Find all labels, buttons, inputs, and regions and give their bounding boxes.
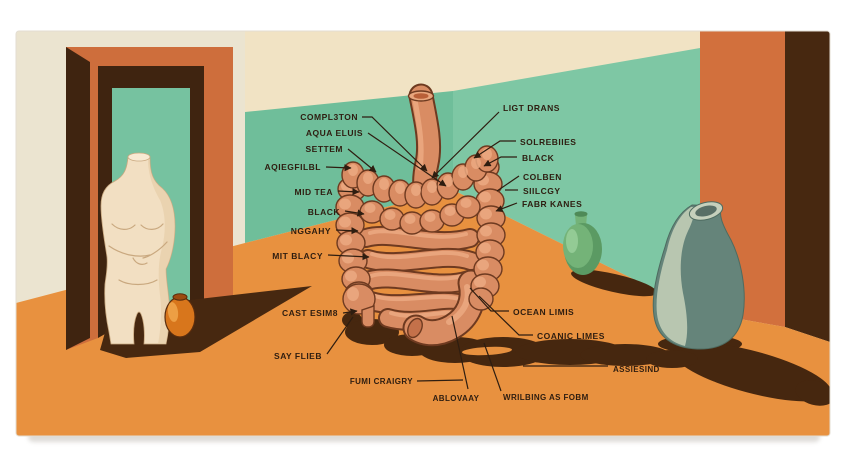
label-colben: COLBEN [523,172,562,182]
amphora-pot [164,293,196,338]
leader-settem [347,148,377,173]
label-mit-blacy: MIT BLACY [272,251,323,261]
leader-fumi-craigry [416,379,464,382]
statue-chest-right [140,223,164,230]
statue-arm-right [142,241,168,259]
leader-mid-tea [337,188,360,196]
statue-neck-cut [127,152,151,162]
label-assiesind: ASSIESIND [613,365,660,374]
green-vase-highlight [566,229,578,253]
print-edge [15,30,831,437]
label-wrilbing: WRILBING AS FOBM [503,393,589,402]
large-vase-highlight [656,207,695,346]
green-vase-rim [574,211,588,217]
leader-ablovaay [451,315,469,390]
digestive-tract [335,83,506,347]
leader-cast-esim8 [342,308,358,316]
leader-mit-blacy [327,253,370,261]
statue [100,152,176,345]
label-ligt-drans: LIGT DRANS [503,103,560,113]
label-settem: SETTEM [306,144,343,154]
label-aqua-eluis: AQUA ELUIS [306,128,363,138]
leader-aqiegfilbl [325,164,352,172]
labels: COMPL3TON AQUA ELUIS SETTEM AQIEGFILBL M… [265,103,660,403]
leader-nggahy [335,227,359,235]
statue-shading [148,158,175,344]
leader-wrilbing [483,342,502,392]
label-black-right: BLACK [522,153,555,163]
label-coanic-limes: COANIC LIMES [537,331,605,341]
label-nggahy: NGGAHY [291,226,331,236]
green-vase [563,211,657,297]
pot-highlight [167,302,179,322]
statue-chest-left [111,223,136,230]
large-vase-mouth-inner [695,205,717,217]
door-jamb-shadow [66,47,90,350]
label-black-left: BLACK [308,207,341,217]
label-complston: COMPL3TON [300,112,358,122]
leader-coanic-limes [478,295,533,336]
leader-black-right [483,156,517,167]
statue-hands [132,257,148,265]
leader-lines [325,111,608,392]
green-vase-shadow [571,269,657,297]
leader-ocean-limis [469,287,509,312]
leader-say-flieb [326,316,354,355]
leader-complston [362,116,428,172]
right-teal-wall [453,48,700,312]
right-shadow-band [785,31,830,342]
cecum [342,283,376,328]
print-area: COMPL3TON AQUA ELUIS SETTEM AQIEGFILBL M… [16,31,830,436]
statue-hip-line [118,279,158,286]
leader-ligt-drans [431,111,500,179]
leader-colben [496,175,520,192]
label-fumi-craigry: FUMI CRAIGRY [350,377,413,386]
label-fabr-kanes: FABR KANES [522,199,582,209]
leader-fabr-kanes [495,202,518,213]
leader-black-left [344,209,365,217]
esophagus-lumen [413,93,429,99]
large-vase [652,201,830,406]
appendix-tail [361,305,375,328]
label-solrebiies: SOLREBIIES [520,137,576,147]
label-ablovaay: ABLOVAAY [433,394,480,403]
label-ocean-limis: OCEAN LIMIS [513,307,574,317]
pot-mouth [172,293,188,301]
duodenum-band [359,195,481,235]
label-cast-esim8: CAST ESIM8 [282,308,338,318]
rectum-cut-face [407,317,423,339]
label-siilcgy: SIILCGY [523,186,561,196]
label-say-flieb: SAY FLIEB [274,351,322,361]
large-vase-cast-shadow [672,342,830,402]
label-aqiegfilbl: AQIEGFILBL [265,162,321,172]
leader-solrebiies [473,140,516,159]
esophagus [407,83,442,201]
label-mid-tea: MID TEA [295,187,333,197]
statue-arm-left [108,245,151,257]
large-vase-shadow-tip [795,380,830,406]
